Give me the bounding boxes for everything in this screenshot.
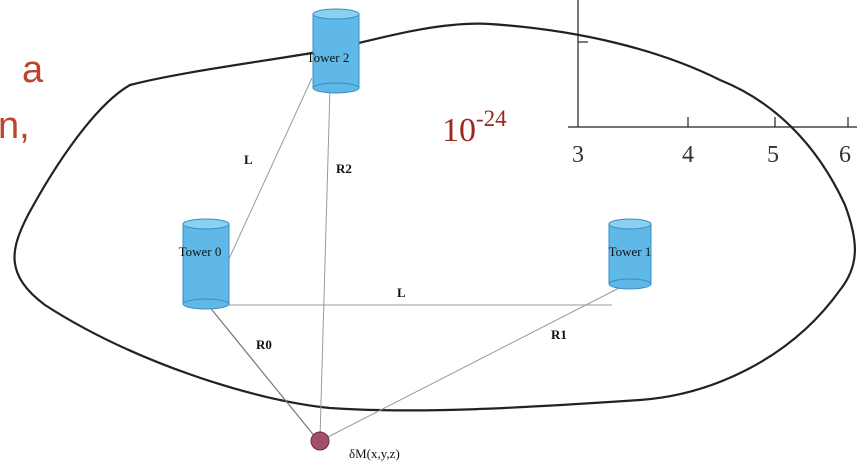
tower-2-top [312,8,360,20]
slide-text-line: a [22,49,44,91]
tower-2-base [312,82,360,94]
scale-exponent: -24 [476,106,507,131]
axis-tick-label: 6 [839,142,851,168]
edge-label-r1: R1 [551,327,567,342]
edge-label-l-bottom: L [397,285,406,300]
tower-0: Tower 0 [179,218,230,310]
axis-tick-label: 4 [682,142,694,168]
axis-fragment: 3 4 5 6 [568,0,857,168]
scale-base: 10 [442,112,476,149]
edge-r2 [319,87,331,439]
tower-1-label: Tower 1 [609,244,652,259]
scale-label: 10-24 [442,106,507,149]
tower-0-label: Tower 0 [179,244,222,259]
slide-text-line: n, [0,105,30,147]
tower-1: Tower 1 [608,218,652,290]
mass-source-label: δM(x,y,z) [349,446,400,461]
edge-r0 [207,304,317,439]
edges [207,77,626,441]
tower-1-base [608,278,652,290]
axis-tick-label: 3 [572,142,584,168]
edge-label-l-top: L [244,152,253,167]
tower-2-label: Tower 2 [307,50,350,65]
tower-2-body [312,13,360,89]
surface-outline [13,22,856,412]
edge-label-r0: R0 [256,337,272,352]
mass-source-marker [310,431,330,451]
tower-1-top [608,218,652,230]
tower-0-body [182,223,230,305]
axis-tick-label: 5 [767,142,779,168]
edge-label-r2: R2 [336,161,352,176]
tower-0-top [182,218,230,230]
tower-2: Tower 2 [307,8,360,94]
tower-0-base [182,298,230,310]
edge-r1 [321,284,626,441]
